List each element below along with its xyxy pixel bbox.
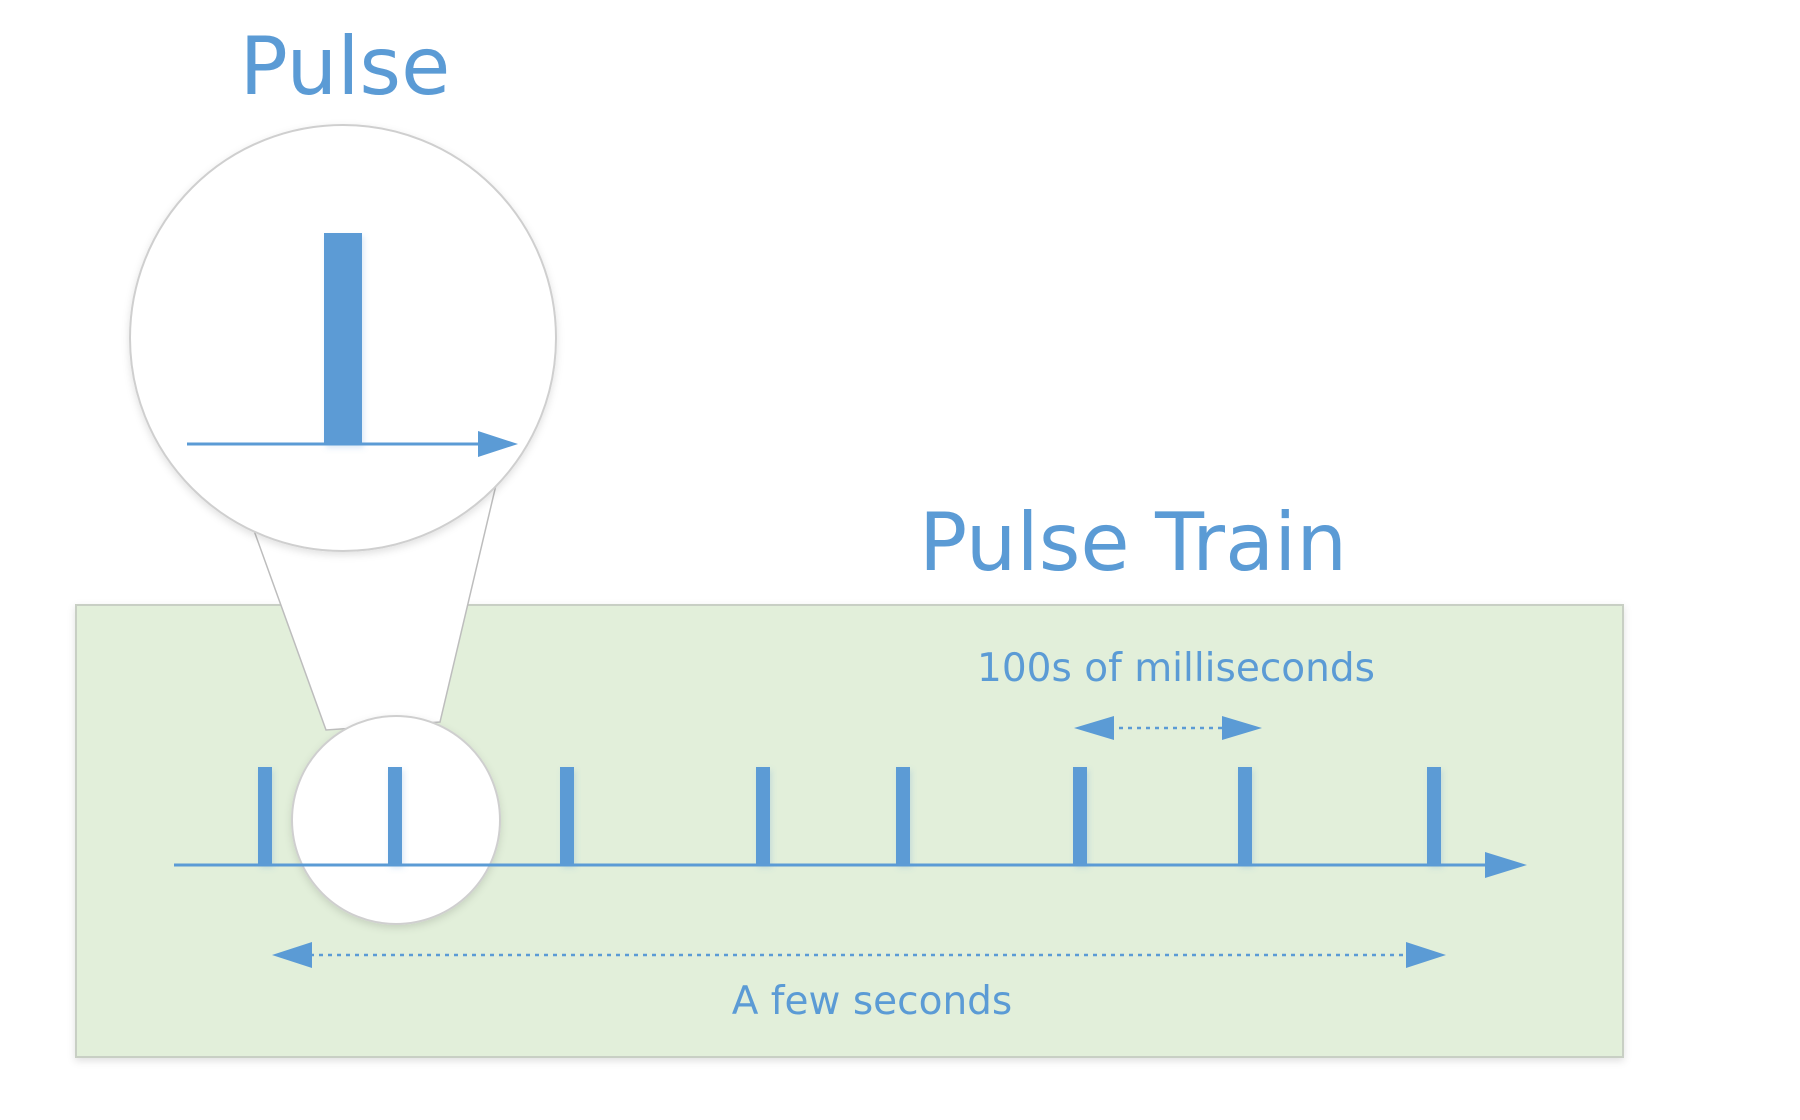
train-pulse-bar bbox=[258, 767, 272, 865]
train-pulse-bar bbox=[1073, 767, 1087, 865]
pulse-axis-arrowhead bbox=[478, 431, 518, 457]
duration-right-arrowhead bbox=[1406, 942, 1446, 968]
pulse-bar bbox=[324, 233, 362, 445]
train-pulse-bar bbox=[896, 767, 910, 865]
interval-right-arrowhead bbox=[1222, 716, 1262, 740]
pulse-title: Pulse bbox=[240, 20, 451, 113]
train-pulse-bar bbox=[560, 767, 574, 865]
duration-label: A few seconds bbox=[732, 979, 1013, 1024]
train-axis-arrowhead bbox=[1485, 852, 1527, 878]
interval-indicator: 100s of milliseconds bbox=[977, 646, 1375, 740]
interval-label: 100s of milliseconds bbox=[977, 646, 1375, 691]
train-pulse-bar bbox=[756, 767, 770, 865]
train-pulse-bar bbox=[388, 767, 402, 865]
train-pulses bbox=[258, 767, 1441, 865]
duration-left-arrowhead bbox=[272, 942, 312, 968]
single-pulse-graph bbox=[187, 233, 518, 457]
pulse-train-title: Pulse Train bbox=[919, 496, 1347, 589]
interval-left-arrowhead bbox=[1074, 716, 1114, 740]
train-pulse-bar bbox=[1427, 767, 1441, 865]
pulse-train-graph bbox=[174, 767, 1527, 878]
train-pulse-bar bbox=[1238, 767, 1252, 865]
duration-indicator: A few seconds bbox=[272, 942, 1446, 1024]
